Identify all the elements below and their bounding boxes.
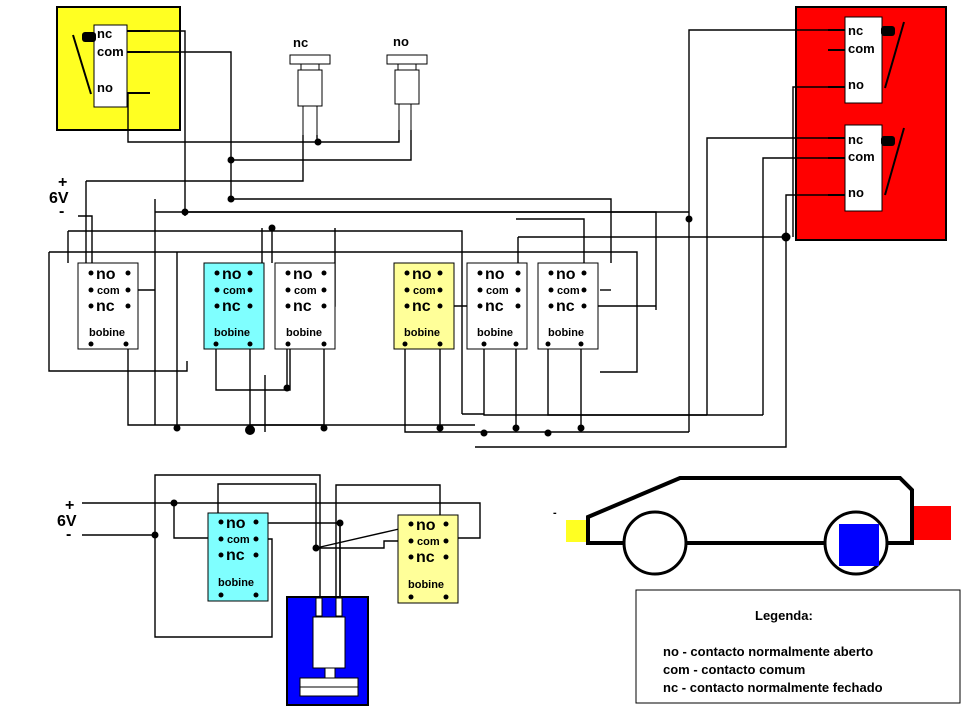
relay-7-no: no xyxy=(226,515,246,532)
relay-2-bobine: bobine xyxy=(214,327,250,339)
relay-6-com: com xyxy=(557,285,580,297)
legend-line-no: no - contacto normalmente aberto xyxy=(663,644,873,659)
red-1-nc-label: nc xyxy=(848,23,863,38)
relay-8-bobine: bobine xyxy=(408,579,444,591)
yellow-limit-switch: nc com no xyxy=(56,6,181,131)
relay-1: no com nc bobine xyxy=(77,262,139,350)
car-illustration: - xyxy=(553,476,951,576)
red-2-no-label: no xyxy=(848,185,864,200)
relay-8-com: com xyxy=(417,536,440,548)
relay-4-com: com xyxy=(413,285,436,297)
junction-dots-bottom xyxy=(151,499,344,552)
relay-2: no com nc bobine xyxy=(203,262,265,350)
relay-7-nc: nc xyxy=(226,547,245,564)
push-button-no: no xyxy=(386,34,428,130)
relay-4: no com nc bobine xyxy=(393,262,455,350)
supply-bottom-plus: + xyxy=(65,497,74,514)
relay-5: no com nc bobine xyxy=(466,262,528,350)
relay-3-nc: nc xyxy=(293,298,312,315)
relay-4-no: no xyxy=(412,266,432,283)
relay-6-no: no xyxy=(556,266,576,283)
legend-title: Legenda: xyxy=(755,608,813,623)
relay-6-bobine: bobine xyxy=(548,327,584,339)
relay-3: no com nc bobine xyxy=(274,262,336,350)
relay-2-com: com xyxy=(223,285,246,297)
relay-5-bobine: bobine xyxy=(477,327,513,339)
push-button-nc-label: nc xyxy=(293,35,308,50)
relay-3-bobine: bobine xyxy=(286,327,322,339)
red-2-nc-label: nc xyxy=(848,132,863,147)
supply-bottom: + 6V - xyxy=(57,497,77,543)
car-mark: - xyxy=(553,507,557,519)
relay-5-no: no xyxy=(485,266,505,283)
yellow-nc-label: nc xyxy=(97,26,112,41)
relay-8: no com nc bobine xyxy=(397,514,459,604)
relay-3-no: no xyxy=(293,266,313,283)
relay-6: no com nc bobine xyxy=(537,262,599,350)
supply-bottom-voltage: 6V xyxy=(57,513,77,530)
supply-top-voltage: 6V xyxy=(49,190,69,207)
supply-bottom-minus: - xyxy=(66,526,71,543)
red-limit-switch: nc com no nc com no xyxy=(795,6,947,241)
blue-motor xyxy=(286,596,369,706)
relay-1-com: com xyxy=(97,285,120,297)
legend: Legenda: no - contacto normalmente abert… xyxy=(635,589,961,704)
junction-dots xyxy=(173,138,791,437)
relay-4-bobine: bobine xyxy=(404,327,440,339)
yellow-no-label: no xyxy=(97,80,113,95)
yellow-com-label: com xyxy=(97,44,124,59)
push-button-nc: nc xyxy=(289,35,331,135)
relay-1-nc: nc xyxy=(96,298,115,315)
red-1-no-label: no xyxy=(848,77,864,92)
legend-line-nc: nc - contacto normalmente fechado xyxy=(663,680,883,695)
red-1-com-label: com xyxy=(848,41,875,56)
supply-top: + 6V - xyxy=(49,174,69,220)
relay-6-nc: nc xyxy=(556,298,575,315)
red-2-com-label: com xyxy=(848,149,875,164)
relay-7: no com nc bobine xyxy=(207,512,269,602)
relay-5-com: com xyxy=(486,285,509,297)
relay-5-nc: nc xyxy=(485,298,504,315)
relay-7-com: com xyxy=(227,534,250,546)
relay-3-com: com xyxy=(294,285,317,297)
wires-bottom xyxy=(82,474,481,638)
relay-1-bobine: bobine xyxy=(89,327,125,339)
relay-2-nc: nc xyxy=(222,298,241,315)
relay-1-no: no xyxy=(96,266,116,283)
supply-top-plus: + xyxy=(58,174,67,191)
wires-top xyxy=(48,29,828,448)
push-button-no-label: no xyxy=(393,34,409,49)
relay-8-nc: nc xyxy=(416,549,435,566)
relay-4-nc: nc xyxy=(412,298,431,315)
relay-7-bobine: bobine xyxy=(218,577,254,589)
legend-line-com: com - contacto comum xyxy=(663,662,805,677)
relay-2-no: no xyxy=(222,266,242,283)
relay-8-no: no xyxy=(416,517,436,534)
supply-top-minus: - xyxy=(59,203,64,220)
